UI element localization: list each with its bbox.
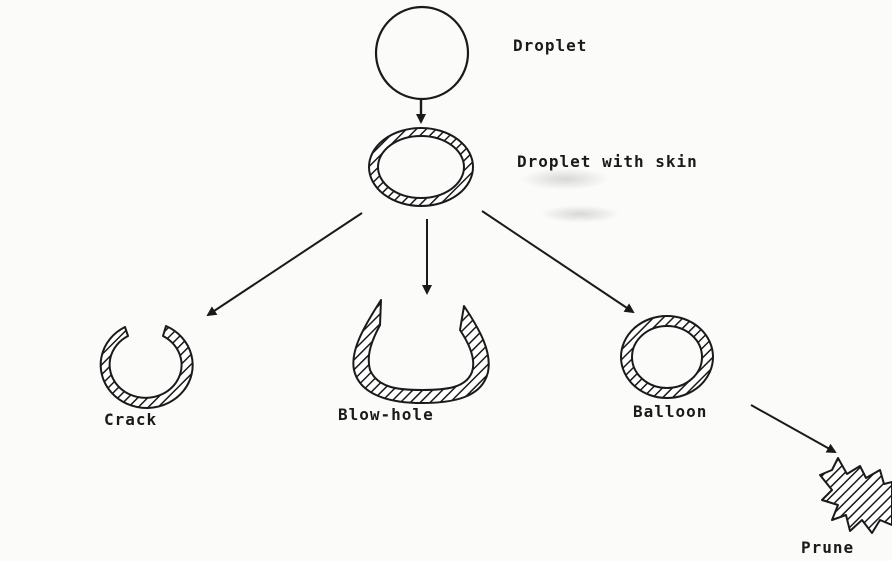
crack-label: Crack <box>104 410 157 429</box>
arrow-to-prune <box>751 405 835 452</box>
droplet-with-skin-shape <box>369 128 473 206</box>
droplet-shape <box>376 7 468 99</box>
droplet-with-skin-label: Droplet with skin <box>517 152 698 171</box>
arrow-to-crack <box>208 213 362 315</box>
blow-hole-shape <box>353 300 488 403</box>
prune-label: Prune <box>801 538 854 557</box>
droplet-label: Droplet <box>513 36 587 55</box>
prune-shape <box>820 458 892 533</box>
crack-shape <box>101 326 193 408</box>
arrow-to-balloon <box>482 211 633 312</box>
balloon-label: Balloon <box>633 402 707 421</box>
blow-hole-label: Blow-hole <box>338 405 434 424</box>
balloon-shape <box>621 316 713 398</box>
